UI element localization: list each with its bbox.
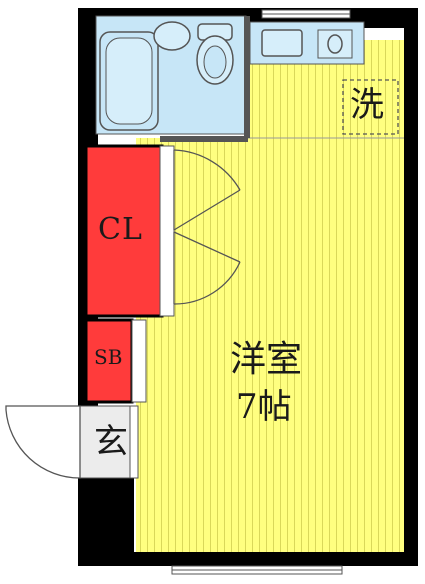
entrance-area (5, 405, 139, 479)
closet-area (84, 144, 164, 318)
bathroom (95, 15, 247, 135)
window-icon (171, 9, 351, 575)
closet-label: CL (98, 212, 143, 247)
door-swing-icon (173, 149, 241, 305)
washer-label: 洗 (350, 85, 384, 125)
storage-label: SB (94, 345, 123, 369)
entrance-label: 玄 (94, 422, 128, 462)
toilet-icon (196, 23, 234, 85)
washer-space-icon (342, 79, 399, 135)
room-floor (136, 138, 404, 552)
room-name: 洋室 (230, 339, 303, 380)
room-size: 7帖 (236, 387, 292, 427)
sink-icon (249, 21, 365, 65)
